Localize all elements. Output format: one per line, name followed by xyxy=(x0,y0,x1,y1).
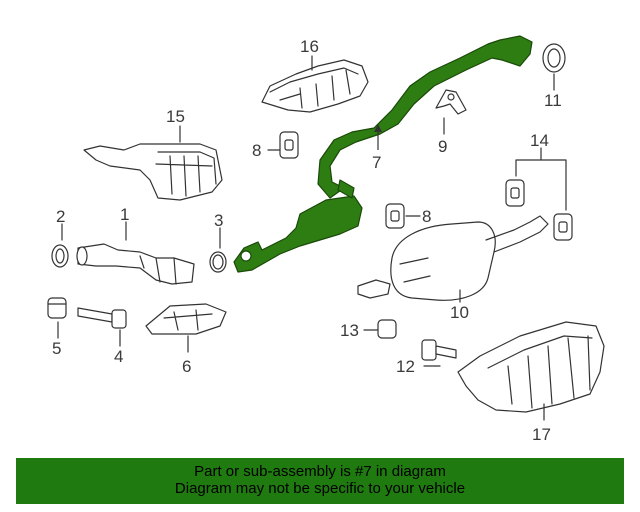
callout-4: 4 xyxy=(114,347,123,366)
callout-16: 16 xyxy=(300,37,319,56)
banner-line-1: Part or sub-assembly is #7 in diagram xyxy=(194,463,446,480)
callout-1: 1 xyxy=(120,205,129,224)
part-11-gasket[interactable] xyxy=(542,43,566,73)
callout-10: 10 xyxy=(450,303,469,322)
callout-14: 14 xyxy=(530,131,549,150)
callout-11: 11 xyxy=(544,91,562,110)
callout-6: 6 xyxy=(182,357,191,376)
part-8-hanger-lower[interactable] xyxy=(385,203,405,229)
part-5-nut[interactable] xyxy=(47,297,67,319)
leader-14 xyxy=(515,147,567,211)
part-1-front-pipe[interactable] xyxy=(76,243,195,285)
part-9-hanger-bracket[interactable] xyxy=(435,89,467,115)
callout-15: 15 xyxy=(166,107,185,126)
part-8-hanger-upper[interactable] xyxy=(279,131,299,159)
callout-8b: 8 xyxy=(422,207,431,226)
callout-2: 2 xyxy=(56,207,65,226)
part-12-bolt[interactable] xyxy=(421,339,457,361)
banner-line-2: Diagram may not be specific to your vehi… xyxy=(174,480,466,497)
part-2-gasket[interactable] xyxy=(51,244,69,268)
part-15-heat-shield[interactable] xyxy=(83,143,223,201)
part-16-heat-shield[interactable] xyxy=(261,59,369,113)
leader-7-arrow xyxy=(374,124,382,132)
callout-5: 5 xyxy=(52,339,61,358)
callout-13: 13 xyxy=(340,321,359,340)
info-banner: Part or sub-assembly is #7 in diagram Di… xyxy=(16,458,624,504)
part-13-nut[interactable] xyxy=(377,319,397,339)
part-10-muffler[interactable] xyxy=(357,215,549,301)
callout-3: 3 xyxy=(214,211,223,230)
part-17-heat-shield[interactable] xyxy=(457,321,605,413)
callout-8a: 8 xyxy=(252,141,261,160)
callout-labels: 1 2 3 4 5 6 7 8 8 9 10 11 12 13 14 15 16… xyxy=(52,37,562,444)
part-7-middle-pipe[interactable] xyxy=(233,35,533,273)
exhaust-diagram: 1 2 3 4 5 6 7 8 8 9 10 11 12 13 14 15 16… xyxy=(47,35,605,444)
callout-12: 12 xyxy=(396,357,415,376)
callout-9: 9 xyxy=(438,137,447,156)
part-4-bolt[interactable] xyxy=(77,307,127,329)
part-3-gasket-ring[interactable] xyxy=(209,251,227,273)
part-14-hanger-right[interactable] xyxy=(553,213,573,241)
callout-17: 17 xyxy=(532,425,551,444)
part-14-hanger-left[interactable] xyxy=(505,179,525,207)
part-6-heat-shield[interactable] xyxy=(145,303,227,335)
callout-7: 7 xyxy=(372,153,381,172)
